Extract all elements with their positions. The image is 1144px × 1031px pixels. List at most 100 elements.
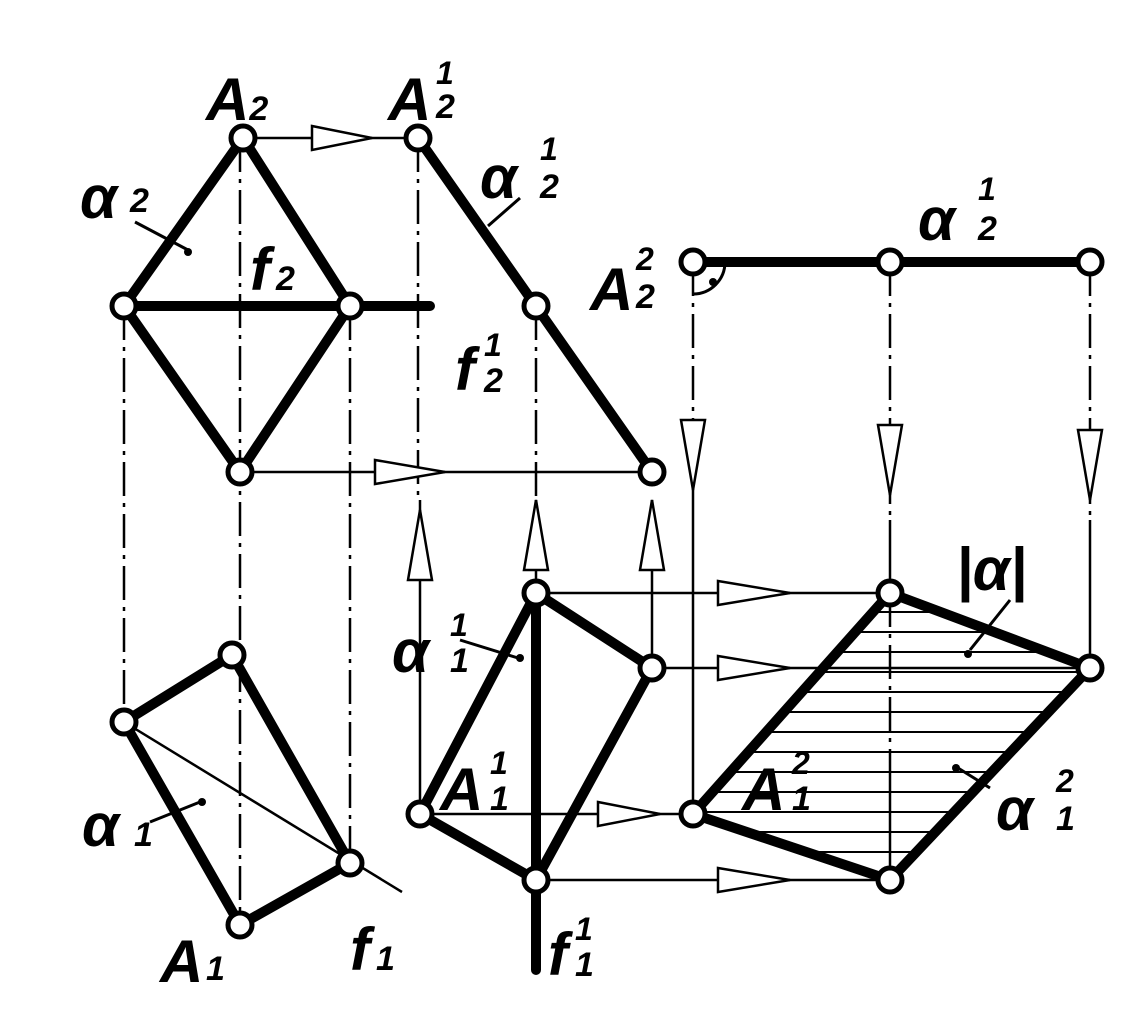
svg-text:A: A [158, 928, 203, 995]
svg-text:1: 1 [575, 946, 594, 984]
svg-text:α: α [996, 776, 1036, 843]
dash-dot-projection-lines [122, 138, 1092, 925]
point-a11 [405, 799, 435, 829]
svg-text:f: f [250, 236, 275, 303]
svg-text:2: 2 [635, 278, 655, 316]
arrow-right-3 [716, 579, 791, 607]
point-true-right [1075, 653, 1105, 683]
svg-text:1: 1 [540, 131, 558, 167]
arrow-right-4 [716, 654, 791, 682]
svg-text:1: 1 [450, 607, 468, 643]
leader-alpha12 [957, 766, 991, 790]
svg-text:A: A [740, 756, 785, 823]
svg-text:1: 1 [490, 745, 508, 781]
svg-text:2: 2 [539, 168, 559, 206]
svg-text:1: 1 [575, 911, 593, 947]
label-alpha2-1-left: α 1 2 [480, 131, 559, 211]
svg-text:2: 2 [129, 182, 149, 220]
svg-text:f: f [548, 921, 573, 988]
label-alpha2-1-right: α 1 2 [918, 171, 997, 253]
svg-text:α: α [80, 164, 120, 231]
svg-text:1: 1 [376, 940, 395, 978]
svg-text:2: 2 [977, 210, 997, 248]
point-a2 [228, 123, 258, 153]
svg-text:1: 1 [490, 780, 509, 818]
point-a12 [678, 799, 708, 829]
svg-text:f: f [350, 916, 375, 983]
point-true-top [875, 578, 905, 608]
arrow-right-5 [596, 800, 661, 828]
leader-alpha21 [487, 196, 521, 228]
label-alpha1-1: α 1 1 [392, 607, 469, 685]
svg-text:1: 1 [792, 780, 811, 818]
points [109, 123, 1105, 940]
point-alpha1-left [109, 707, 139, 737]
svg-text:1: 1 [1056, 800, 1075, 838]
label-f1: f 1 [350, 916, 395, 983]
svg-text:1: 1 [134, 816, 153, 854]
svg-text:2: 2 [483, 362, 503, 400]
arrow-right-6 [716, 866, 791, 894]
arrow-up-2 [522, 499, 550, 572]
arrow-up-1 [406, 509, 434, 582]
point-alpha11-top [521, 578, 551, 608]
svg-text:1: 1 [206, 950, 225, 988]
label-true-size: |α| [956, 536, 1027, 603]
direction-arrows [310, 124, 1104, 894]
svg-text:1: 1 [978, 171, 996, 207]
leader-lines [134, 196, 1012, 824]
label-f2: f 2 [250, 236, 295, 303]
svg-text:1: 1 [450, 642, 469, 680]
arrow-up-3 [638, 499, 666, 572]
point-alpha11-right [637, 653, 667, 683]
svg-text:A: A [438, 756, 483, 823]
svg-text:A: A [386, 66, 431, 133]
point-alpha2-bottom [225, 457, 255, 487]
label-alpha2: α 2 [80, 164, 149, 231]
svg-text:2: 2 [275, 260, 295, 298]
svg-text:α: α [480, 144, 520, 211]
svg-text:2: 2 [435, 88, 455, 126]
arrow-down-2 [876, 423, 904, 496]
point-alpha22-right [1075, 247, 1105, 277]
leader-alpha11 [459, 638, 519, 660]
svg-text:α: α [392, 618, 432, 685]
label-a1: A 1 [158, 928, 225, 995]
leader-alpha2 [134, 220, 189, 252]
point-alpha21-bottom [637, 457, 667, 487]
svg-text:1: 1 [484, 327, 502, 363]
point-alpha1-top [217, 640, 247, 670]
svg-text:1: 1 [436, 55, 454, 91]
leader-true-size [968, 599, 1012, 651]
point-true-bottom [875, 865, 905, 895]
label-a1-2: A 2 1 [740, 745, 811, 823]
arrow-right-2 [373, 458, 446, 486]
label-f1-1: f 1 1 [548, 911, 594, 988]
label-a1-1: A 1 1 [438, 745, 509, 823]
point-alpha2-left [109, 291, 139, 321]
label-f2-1: f 1 2 [455, 327, 503, 403]
point-f21 [521, 291, 551, 321]
right-angle-dot [709, 278, 717, 286]
point-alpha1-right [335, 848, 365, 878]
svg-text:α: α [918, 186, 958, 253]
label-alpha1: α 1 [82, 792, 153, 859]
point-a21 [403, 123, 433, 153]
arrow-down-1 [679, 418, 707, 491]
point-alpha22-mid [875, 247, 905, 277]
label-a2-1: A 1 2 [386, 55, 455, 133]
svg-text:α: α [82, 792, 122, 859]
label-a2-2: A 2 2 [588, 241, 655, 323]
point-a1 [225, 910, 255, 940]
svg-text:2: 2 [791, 745, 810, 781]
right-angle-mark [692, 260, 727, 296]
arrow-down-3 [1076, 428, 1104, 501]
svg-text:A: A [588, 256, 633, 323]
point-a22 [678, 247, 708, 277]
label-alpha1-2: α 2 1 [996, 763, 1075, 843]
labels: A2 A 1 2 α 2 α 1 2 α 1 2 A 2 2 [80, 55, 1075, 995]
svg-text:2: 2 [635, 241, 654, 277]
arrow-right-1 [310, 124, 373, 152]
svg-text:2: 2 [1055, 763, 1074, 799]
